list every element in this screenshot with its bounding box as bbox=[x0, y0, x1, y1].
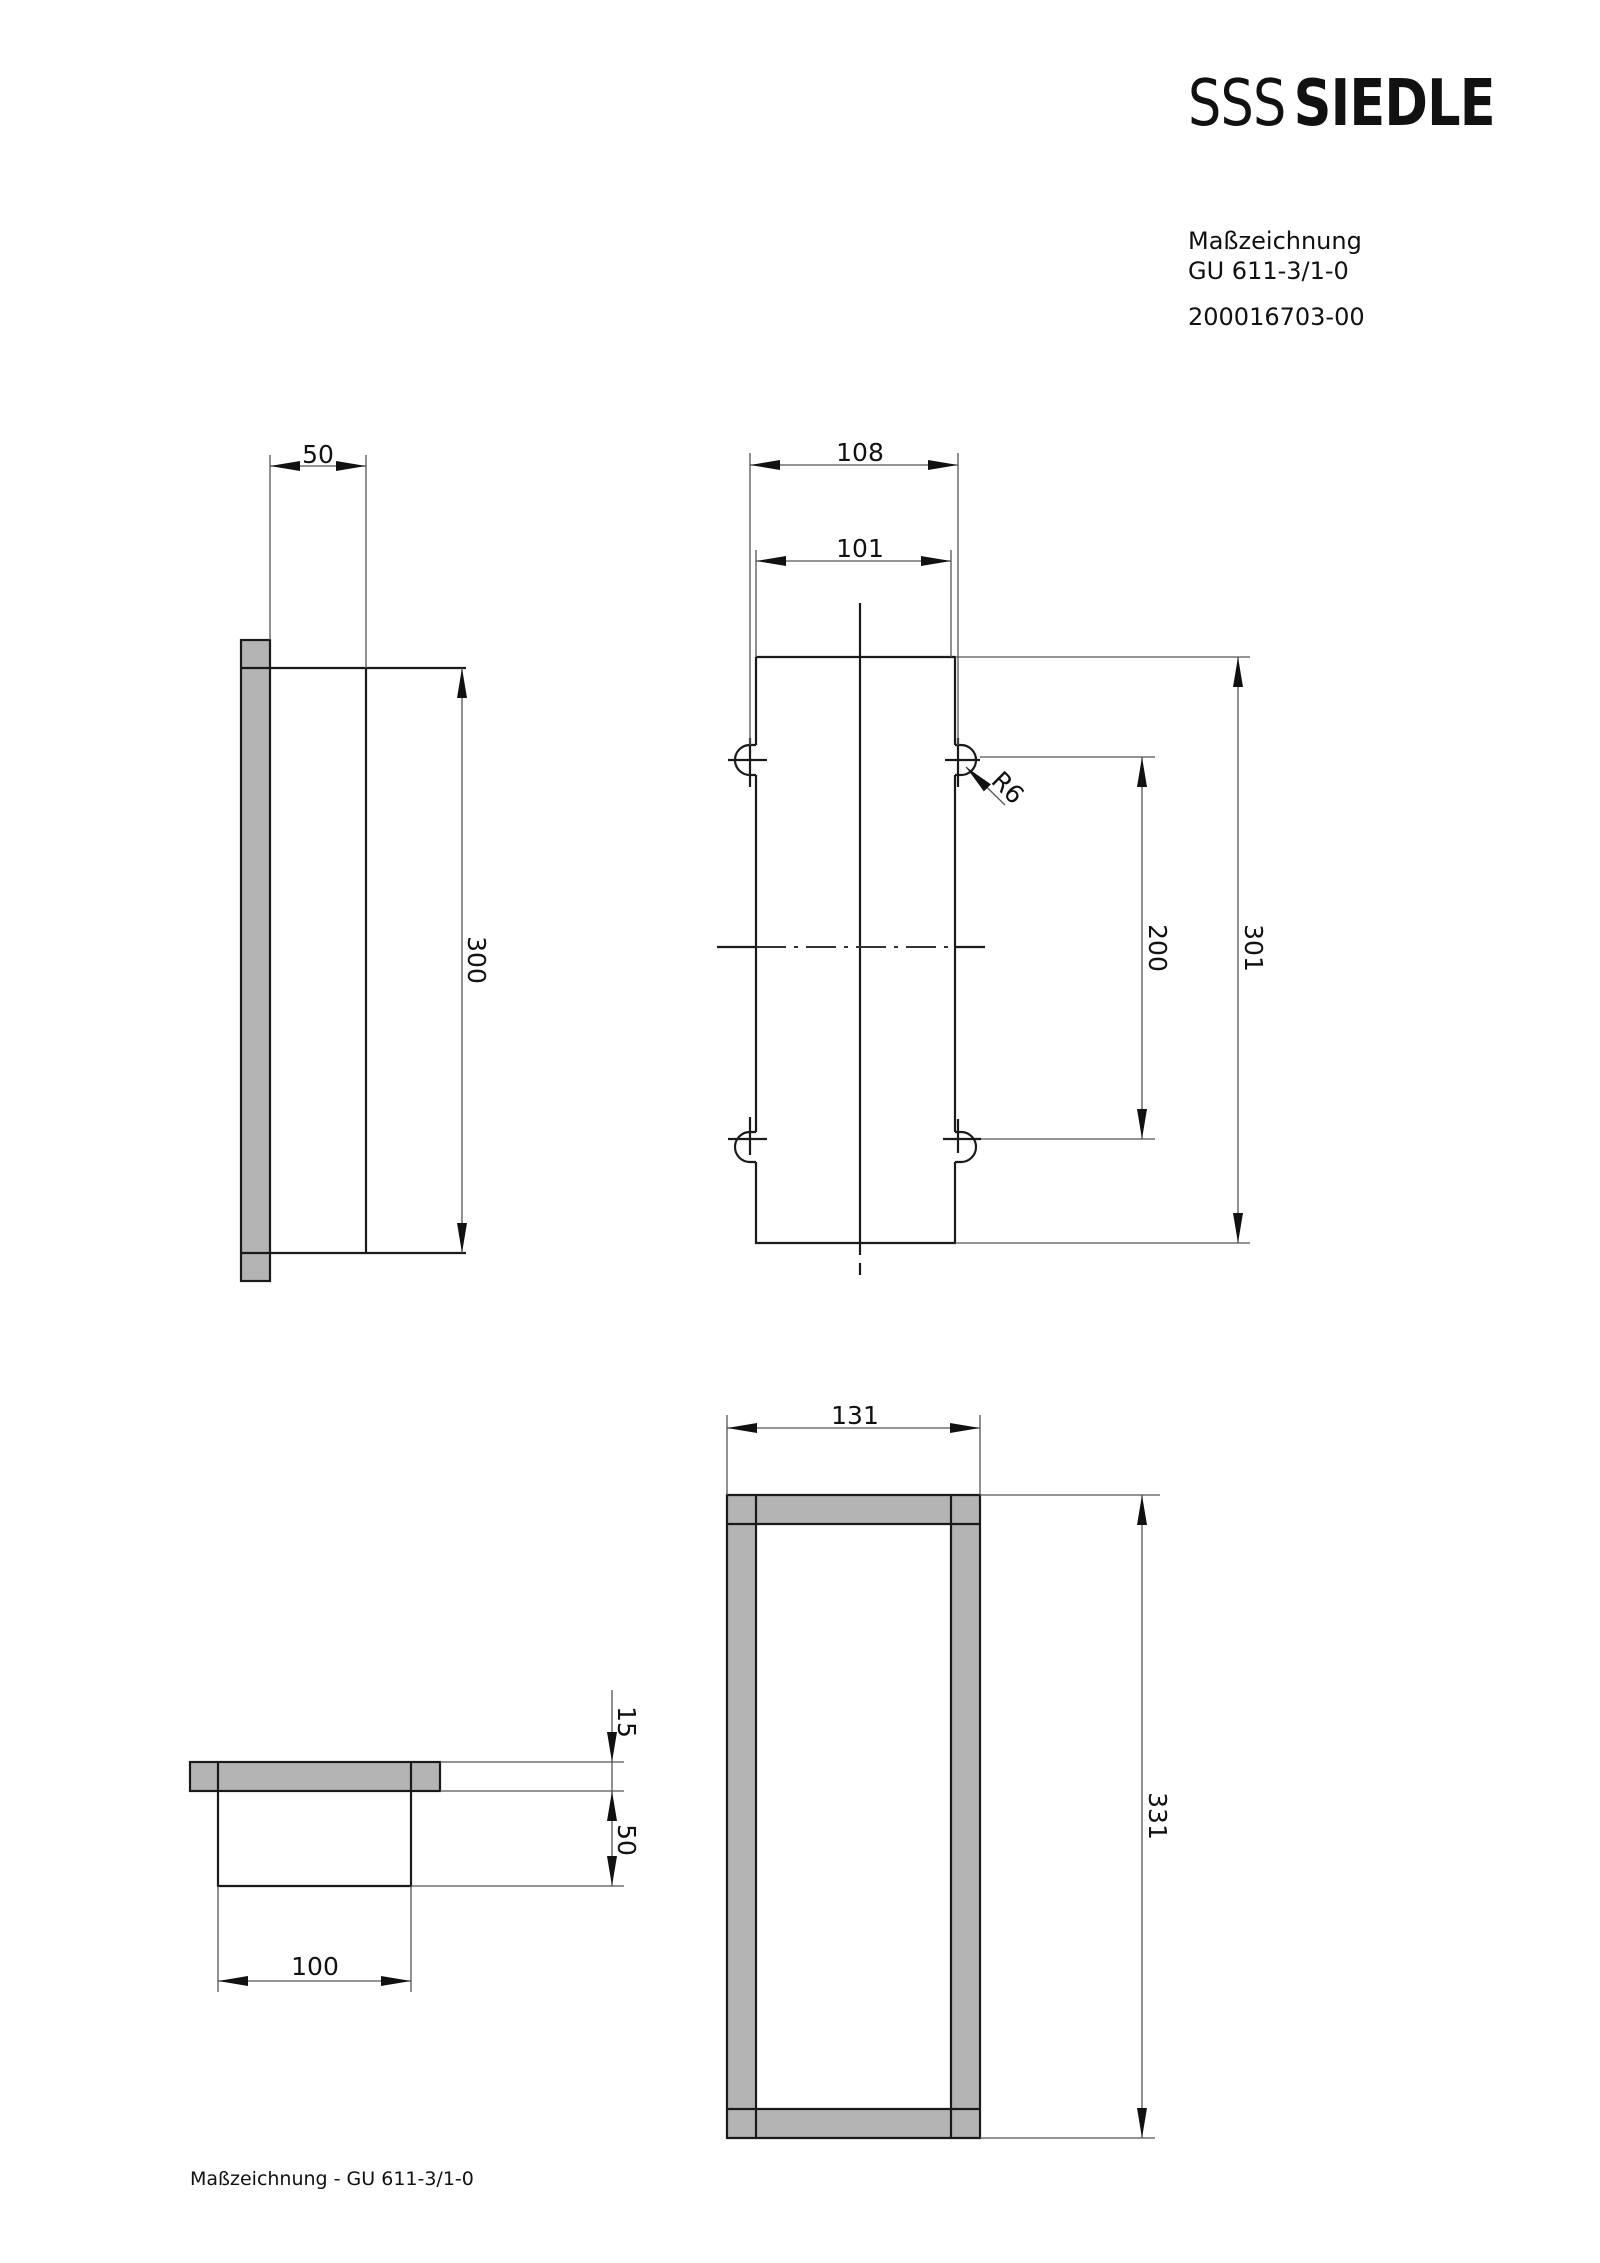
document-number: 200016703-00 bbox=[1188, 303, 1365, 331]
dim-top-width: 100 bbox=[291, 1952, 339, 1981]
frame-view: 131 331 bbox=[725, 1401, 1172, 2140]
dim-front-inner-width: 101 bbox=[836, 534, 884, 563]
mount-hole-bottom-left bbox=[733, 1130, 756, 1164]
title-block: Maßzeichnung GU 611-3/1-0 200016703-00 bbox=[1188, 226, 1365, 332]
dim-hole-radius: R6 bbox=[986, 766, 1030, 810]
dim-frame-width: 131 bbox=[831, 1401, 879, 1430]
footer-caption: Maßzeichnung - GU 611-3/1-0 bbox=[190, 2168, 474, 2190]
dim-top-depth: 50 bbox=[612, 1824, 641, 1856]
dim-side-height: 300 bbox=[462, 936, 491, 984]
dim-frame-height: 331 bbox=[1143, 1792, 1172, 1840]
front-view: 108 101 R6 200 301 bbox=[717, 438, 1268, 1280]
frame-section bbox=[188, 1760, 442, 1793]
dim-side-depth: 50 bbox=[302, 440, 334, 469]
side-view: 50 300 bbox=[239, 440, 491, 1283]
top-view: 15 50 100 bbox=[188, 1690, 641, 1992]
logo-brand: SIEDLE bbox=[1293, 67, 1496, 141]
model-number: GU 611-3/1-0 bbox=[1188, 257, 1349, 285]
frame-section bbox=[725, 1493, 982, 2140]
logo-prefix: SSS bbox=[1188, 67, 1286, 141]
front-plate-section bbox=[239, 638, 272, 1283]
dim-frame-thickness: 15 bbox=[612, 1706, 641, 1738]
drawing-title: Maßzeichnung bbox=[1188, 227, 1362, 255]
dim-hole-spacing: 200 bbox=[1143, 924, 1172, 972]
mount-hole-bottom-right bbox=[955, 1130, 978, 1164]
dim-front-height: 301 bbox=[1239, 924, 1268, 972]
dim-front-outer-width: 108 bbox=[836, 438, 884, 467]
